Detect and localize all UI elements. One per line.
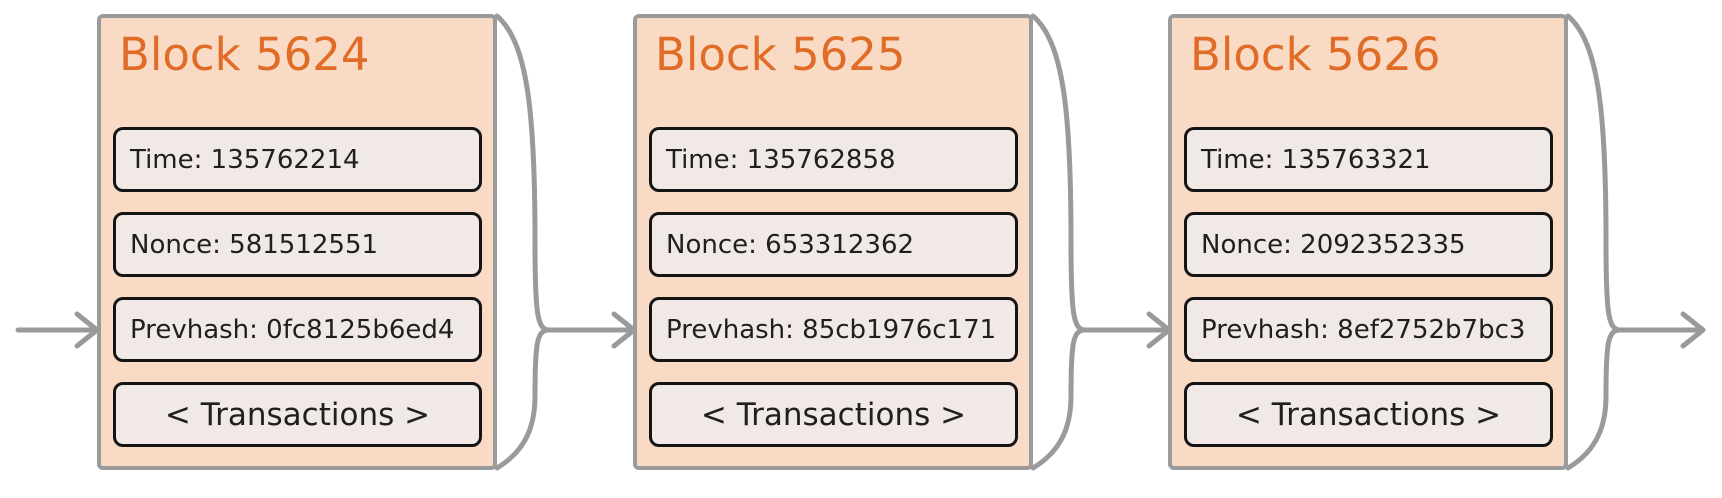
block-fields: Time: 135763321 Nonce: 2092352335 Prevha… xyxy=(1184,127,1553,447)
block-title: Block 5626 xyxy=(1190,28,1441,81)
time-field: Time: 135762214 xyxy=(113,127,482,192)
incoming-arrow xyxy=(15,311,100,349)
brace-lower-arm xyxy=(1565,327,1623,471)
brace-upper-arm xyxy=(1565,13,1623,333)
time-field: Time: 135762858 xyxy=(649,127,1018,192)
nonce-field: Nonce: 2092352335 xyxy=(1184,212,1553,277)
block-title: Block 5625 xyxy=(655,28,906,81)
transactions-field: < Transactions > xyxy=(113,382,482,447)
brace-lower-arm xyxy=(494,327,552,471)
prevhash-field: Prevhash: 0fc8125b6ed4 xyxy=(113,297,482,362)
nonce-field: Nonce: 653312362 xyxy=(649,212,1018,277)
arrowhead-icon xyxy=(611,311,637,349)
brace-lower-arm xyxy=(1030,327,1088,471)
prevhash-field: Prevhash: 85cb1976c171 xyxy=(649,297,1018,362)
arrowhead-icon xyxy=(1680,311,1706,349)
block-card-5625: Block 5625 Time: 135762858 Nonce: 653312… xyxy=(633,14,1033,470)
arrowhead-icon xyxy=(74,311,100,349)
brace-upper-arm xyxy=(494,13,552,333)
arrowhead-icon xyxy=(1146,311,1172,349)
prevhash-field: Prevhash: 8ef2752b7bc3 xyxy=(1184,297,1553,362)
nonce-field: Nonce: 581512551 xyxy=(113,212,482,277)
brace-upper-arm xyxy=(1030,13,1088,333)
block-title: Block 5624 xyxy=(119,28,370,81)
hash-brace-connector-3 xyxy=(1565,13,1706,471)
block-fields: Time: 135762858 Nonce: 653312362 Prevhas… xyxy=(649,127,1018,447)
time-field: Time: 135763321 xyxy=(1184,127,1553,192)
hash-brace-connector-2 xyxy=(1030,13,1172,471)
block-card-5626: Block 5626 Time: 135763321 Nonce: 209235… xyxy=(1168,14,1568,470)
transactions-field: < Transactions > xyxy=(1184,382,1553,447)
transactions-field: < Transactions > xyxy=(649,382,1018,447)
hash-brace-connector-1 xyxy=(494,13,637,471)
block-card-5624: Block 5624 Time: 135762214 Nonce: 581512… xyxy=(97,14,497,470)
block-fields: Time: 135762214 Nonce: 581512551 Prevhas… xyxy=(113,127,482,447)
